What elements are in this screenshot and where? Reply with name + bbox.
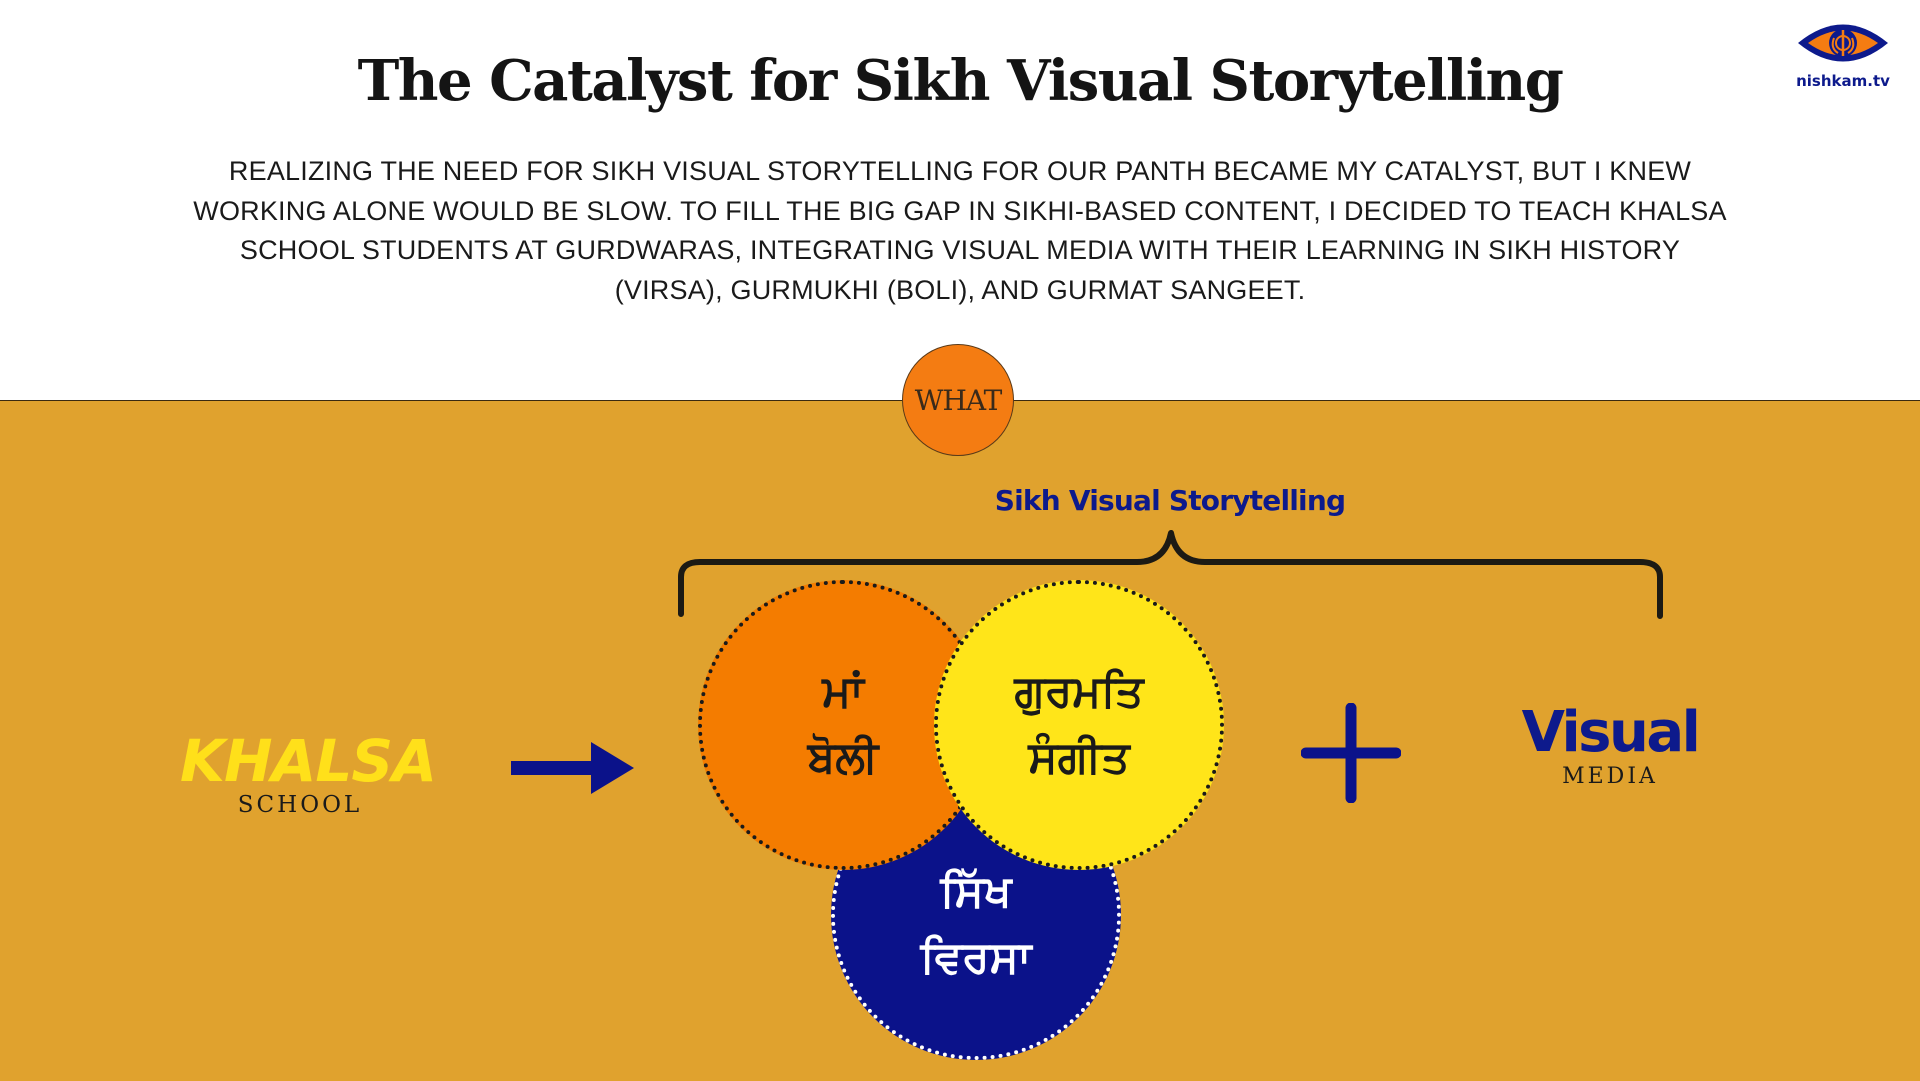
circle-sikh-virsa-line2: ਵਿਰਸਾ xyxy=(920,932,1032,983)
circle-gurmat-sangeet: ਗੁਰਮਤਿ ਸੰਗੀਤ xyxy=(934,580,1224,870)
plus-icon xyxy=(1301,703,1401,803)
logo-text: nishkam.tv xyxy=(1796,72,1890,90)
right-arrow-icon xyxy=(511,742,634,794)
circle-maa-boli-line2: ਬੋਲੀ xyxy=(807,732,879,783)
school-text: SCHOOL xyxy=(237,792,363,818)
what-badge: WHAT xyxy=(902,344,1014,456)
visual-media-logo: Visual MEDIA xyxy=(1500,700,1720,790)
circle-sikh-virsa-line1: ਸਿੱਖ xyxy=(940,866,1012,917)
circle-maa-boli-line1: ਮਾਂ xyxy=(822,666,864,717)
storytelling-label: Sikh Visual Storytelling xyxy=(994,484,1346,517)
media-text: MEDIA xyxy=(1562,764,1658,789)
circle-gurmat-sangeet-line1: ਗੁਰਮਤਿ xyxy=(1014,666,1144,717)
khalsa-text: KHALSA xyxy=(180,727,437,795)
page-title: The Catalyst for Sikh Visual Storytellin… xyxy=(357,48,1564,114)
nishkam-logo[interactable]: nishkam.tv xyxy=(1788,16,1898,90)
visual-text: Visual xyxy=(1521,700,1701,765)
eye-khanda-icon xyxy=(1798,24,1888,62)
intro-paragraph: REALIZING THE NEED FOR SIKH VISUAL STORY… xyxy=(193,156,1727,305)
circle-gurmat-sangeet-line2: ਸੰਗੀਤ xyxy=(1028,732,1130,783)
khalsa-school-logo: KHALSA SCHOOL xyxy=(180,727,437,818)
